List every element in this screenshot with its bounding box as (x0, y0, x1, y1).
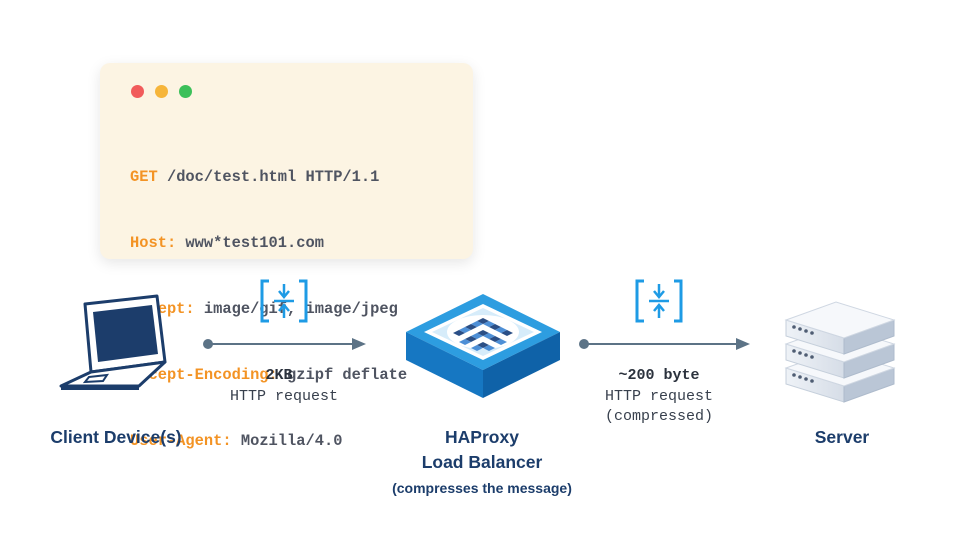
request-headers: GET /doc/test.html HTTP/1.1 Host: www*te… (130, 122, 407, 496)
minimize-dot-icon (155, 85, 168, 98)
client-label: Client Device(s) (50, 427, 182, 447)
close-dot-icon (131, 85, 144, 98)
link-desc-http-request: HTTP request (229, 388, 339, 405)
haproxy-box-icon (406, 294, 560, 398)
compress-icon (635, 279, 683, 323)
server-stack-icon (784, 301, 896, 403)
link-size-200-byte: ~200 byte (618, 367, 700, 384)
link-desc-http-request: HTTP request (604, 388, 714, 405)
host-header: Host: www*test101.com (130, 234, 324, 252)
user-agent-header: User-Agent: Mozilla/4.0 (130, 432, 343, 450)
lb-label-line2: Load Balancer (421, 452, 543, 472)
arrow-lb-to-server (579, 338, 750, 350)
request-line: GET /doc/test.html HTTP/1.1 (130, 168, 380, 186)
link-size-2kb: 2KB (265, 367, 293, 384)
lb-label-line1: HAProxy (445, 427, 519, 447)
compress-icon (260, 279, 308, 323)
arrow-client-to-lb (203, 338, 366, 350)
laptop-icon (59, 294, 167, 390)
accept-header: Accept: image/gif, image/jpeg (130, 300, 398, 318)
accept-encoding-header: Accept-Encoding: gzipf deflate (130, 366, 408, 384)
http-request-card: GET /doc/test.html HTTP/1.1 Host: www*te… (100, 63, 473, 450)
link-note-compressed: (compressed) (604, 408, 714, 425)
maximize-dot-icon (179, 85, 192, 98)
lb-note: (compresses the message) (392, 480, 572, 496)
server-label: Server (814, 427, 870, 447)
